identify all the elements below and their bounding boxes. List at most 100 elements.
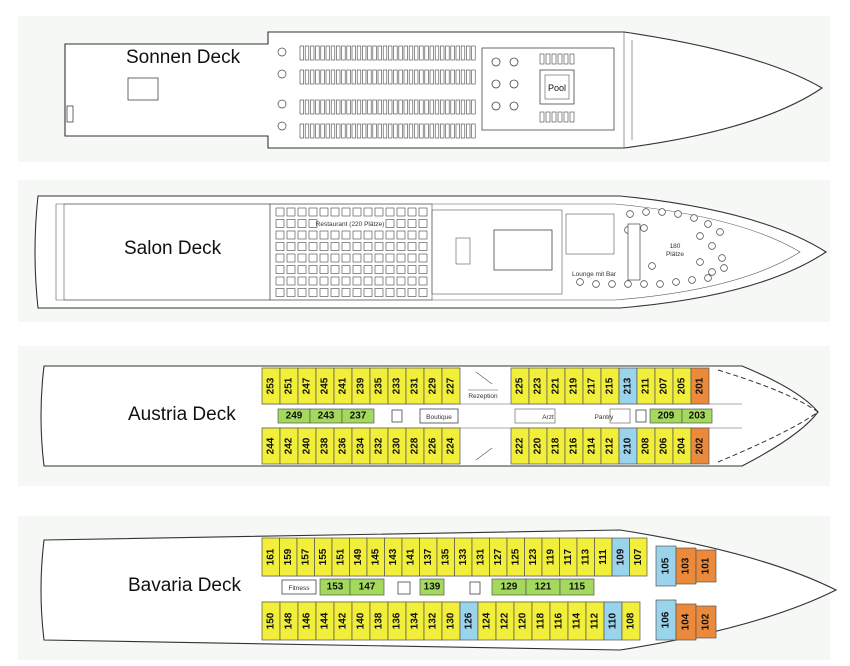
cabin-247[interactable]: 247: [297, 367, 317, 405]
cabin-218[interactable]: 218: [546, 427, 566, 465]
cabin-213[interactable]: 213: [618, 367, 638, 405]
cabin-149[interactable]: 149: [349, 537, 368, 577]
cabin-145[interactable]: 145: [366, 537, 385, 577]
cabin-231[interactable]: 231: [405, 367, 425, 405]
cabin-236[interactable]: 236: [333, 427, 353, 465]
cabin-123[interactable]: 123: [524, 537, 543, 577]
cabin-205[interactable]: 205: [672, 367, 692, 405]
cabin-204[interactable]: 204: [672, 427, 692, 465]
cabin-235[interactable]: 235: [369, 367, 389, 405]
cabin-216[interactable]: 216: [564, 427, 584, 465]
cabin-137[interactable]: 137: [419, 537, 438, 577]
cabin-227[interactable]: 227: [441, 367, 461, 405]
cabin-234[interactable]: 234: [351, 427, 371, 465]
cabin-241[interactable]: 241: [333, 367, 353, 405]
cabin-237[interactable]: 237: [341, 408, 375, 424]
cabin-102[interactable]: 102: [695, 605, 717, 639]
cabin-229[interactable]: 229: [423, 367, 443, 405]
cabin-112[interactable]: 112: [585, 601, 605, 641]
cabin-133[interactable]: 133: [454, 537, 473, 577]
cabin-106[interactable]: 106: [655, 599, 677, 641]
cabin-226[interactable]: 226: [423, 427, 443, 465]
cabin-117[interactable]: 117: [559, 537, 578, 577]
cabin-124[interactable]: 124: [477, 601, 497, 641]
cabin-219[interactable]: 219: [564, 367, 584, 405]
cabin-211[interactable]: 211: [636, 367, 656, 405]
cabin-132[interactable]: 132: [423, 601, 443, 641]
cabin-148[interactable]: 148: [279, 601, 299, 641]
cabin-107[interactable]: 107: [629, 537, 648, 577]
cabin-143[interactable]: 143: [384, 537, 403, 577]
cabin-151[interactable]: 151: [331, 537, 350, 577]
cabin-230[interactable]: 230: [387, 427, 407, 465]
cabin-121[interactable]: 121: [525, 578, 561, 596]
cabin-113[interactable]: 113: [576, 537, 595, 577]
cabin-212[interactable]: 212: [600, 427, 620, 465]
cabin-244[interactable]: 244: [261, 427, 281, 465]
cabin-208[interactable]: 208: [636, 427, 656, 465]
cabin-220[interactable]: 220: [528, 427, 548, 465]
cabin-109[interactable]: 109: [611, 537, 630, 577]
cabin-209[interactable]: 209: [649, 408, 683, 424]
cabin-138[interactable]: 138: [369, 601, 389, 641]
cabin-232[interactable]: 232: [369, 427, 389, 465]
cabin-245[interactable]: 245: [315, 367, 335, 405]
cabin-206[interactable]: 206: [654, 427, 674, 465]
cabin-127[interactable]: 127: [489, 537, 508, 577]
cabin-108[interactable]: 108: [621, 601, 641, 641]
cabin-136[interactable]: 136: [387, 601, 407, 641]
cabin-203[interactable]: 203: [681, 408, 713, 424]
cabin-134[interactable]: 134: [405, 601, 425, 641]
cabin-130[interactable]: 130: [441, 601, 461, 641]
cabin-114[interactable]: 114: [567, 601, 587, 641]
cabin-215[interactable]: 215: [600, 367, 620, 405]
cabin-214[interactable]: 214: [582, 427, 602, 465]
cabin-207[interactable]: 207: [654, 367, 674, 405]
cabin-249[interactable]: 249: [277, 408, 311, 424]
cabin-221[interactable]: 221: [546, 367, 566, 405]
cabin-110[interactable]: 110: [603, 601, 623, 641]
cabin-141[interactable]: 141: [401, 537, 420, 577]
cabin-223[interactable]: 223: [528, 367, 548, 405]
cabin-122[interactable]: 122: [495, 601, 515, 641]
cabin-104[interactable]: 104: [675, 603, 697, 641]
cabin-119[interactable]: 119: [541, 537, 560, 577]
cabin-201[interactable]: 201: [690, 367, 710, 405]
cabin-118[interactable]: 118: [531, 601, 551, 641]
cabin-240[interactable]: 240: [297, 427, 317, 465]
cabin-253[interactable]: 253: [261, 367, 281, 405]
cabin-161[interactable]: 161: [261, 537, 280, 577]
cabin-105[interactable]: 105: [655, 545, 677, 587]
cabin-217[interactable]: 217: [582, 367, 602, 405]
cabin-139[interactable]: 139: [419, 578, 445, 596]
cabin-150[interactable]: 150: [261, 601, 281, 641]
cabin-115[interactable]: 115: [559, 578, 595, 596]
cabin-157[interactable]: 157: [296, 537, 315, 577]
cabin-146[interactable]: 146: [297, 601, 317, 641]
cabin-210[interactable]: 210: [618, 427, 638, 465]
cabin-142[interactable]: 142: [333, 601, 353, 641]
cabin-251[interactable]: 251: [279, 367, 299, 405]
cabin-233[interactable]: 233: [387, 367, 407, 405]
cabin-153[interactable]: 153: [319, 578, 351, 596]
cabin-144[interactable]: 144: [315, 601, 335, 641]
cabin-242[interactable]: 242: [279, 427, 299, 465]
cabin-126[interactable]: 126: [459, 601, 479, 641]
cabin-103[interactable]: 103: [675, 547, 697, 585]
cabin-225[interactable]: 225: [510, 367, 530, 405]
cabin-135[interactable]: 135: [436, 537, 455, 577]
cabin-111[interactable]: 111: [594, 537, 613, 577]
cabin-239[interactable]: 239: [351, 367, 371, 405]
cabin-116[interactable]: 116: [549, 601, 569, 641]
cabin-125[interactable]: 125: [506, 537, 525, 577]
cabin-147[interactable]: 147: [349, 578, 385, 596]
cabin-228[interactable]: 228: [405, 427, 425, 465]
cabin-129[interactable]: 129: [491, 578, 527, 596]
cabin-243[interactable]: 243: [309, 408, 343, 424]
cabin-202[interactable]: 202: [690, 427, 710, 465]
cabin-140[interactable]: 140: [351, 601, 371, 641]
cabin-159[interactable]: 159: [279, 537, 298, 577]
cabin-224[interactable]: 224: [441, 427, 461, 465]
cabin-101[interactable]: 101: [695, 549, 717, 583]
cabin-131[interactable]: 131: [471, 537, 490, 577]
